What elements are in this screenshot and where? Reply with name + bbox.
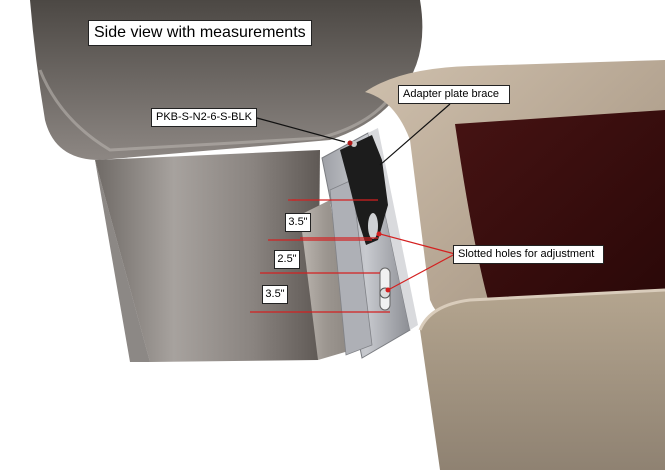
- seat-pad: [455, 110, 665, 300]
- slotted-holes-callout: Slotted holes for adjustment: [453, 245, 604, 264]
- slot-dot-lower: [385, 287, 391, 293]
- part-leader: [256, 117, 346, 143]
- part-number-callout: PKB-S-N2-6-S-BLK: [151, 108, 257, 127]
- lower-column-shade: [95, 160, 150, 362]
- brace-leader: [379, 103, 451, 166]
- diagram-title: Side view with measurements: [88, 20, 312, 46]
- seat-lower-edge: [418, 288, 665, 331]
- brace-bolt: [351, 141, 357, 147]
- measurement-label-3: 3.5": [262, 285, 288, 304]
- measurement-label-1: 3.5": [285, 213, 311, 232]
- adapter-brace-callout: Adapter plate brace: [398, 85, 510, 104]
- inner-plate: [329, 179, 373, 356]
- brace-slot: [368, 213, 378, 239]
- seat-lower: [420, 290, 665, 470]
- upper-housing-face: [38, 69, 394, 152]
- slot-leader-lower: [387, 253, 456, 291]
- part-dot: [347, 140, 353, 146]
- slot-dot-upper: [376, 231, 382, 237]
- measurement-label-2: 2.5": [274, 250, 300, 269]
- slot-leader-upper: [379, 233, 456, 255]
- lower-column: [95, 150, 320, 362]
